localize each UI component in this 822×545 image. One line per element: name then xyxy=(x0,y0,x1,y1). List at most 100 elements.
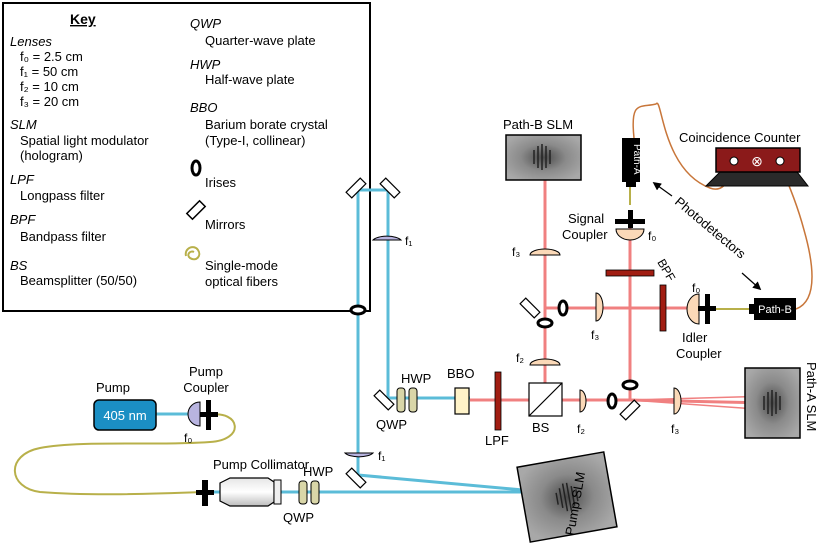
path-a-detector-tip-icon xyxy=(626,182,636,187)
key-bbo-desc-2: (Type-I, collinear) xyxy=(205,133,305,148)
f2-right-label: f₂ xyxy=(577,422,585,436)
f1-top-label: f₁ xyxy=(405,234,412,248)
f1-bottom-lens-icon xyxy=(343,452,375,458)
coincidence-counter-icon xyxy=(704,147,810,187)
pump-label: Pump xyxy=(96,380,130,395)
photodetectors-label: Photodetectors xyxy=(672,194,749,262)
beamsplitter-diagonal xyxy=(528,382,563,417)
path-b-detector-label: Path-B xyxy=(758,304,792,316)
key-lens-f0: f₀ = 2.5 cm xyxy=(20,49,83,64)
detector-cable-a xyxy=(632,102,735,190)
iris-pump-vertical-icon xyxy=(349,304,367,316)
f2-right-lens-icon xyxy=(579,389,587,413)
mirror-path-b-icon xyxy=(519,297,541,319)
iris-path-a-icon xyxy=(606,392,618,410)
pump-coupler-post-icon xyxy=(200,412,218,417)
bs-label: BS xyxy=(532,420,550,435)
iris-path-b-icon xyxy=(557,299,569,317)
bpf-label: BPF xyxy=(654,257,678,284)
hwp-bottom-label: HWP xyxy=(303,464,333,479)
key-bbo-desc-1: Barium borate crystal xyxy=(205,117,328,132)
lpf-label: LPF xyxy=(485,433,509,448)
idler-coupler-label-1: Idler xyxy=(682,330,708,345)
key-hwp-desc: Half-wave plate xyxy=(205,72,295,87)
pump-coupler-f0: f₀ xyxy=(184,431,192,445)
pump-coupler-lens-icon xyxy=(187,401,201,427)
mirror-bottom-left-icon xyxy=(345,467,367,489)
f2-top-label: f₂ xyxy=(516,351,524,365)
pump-collimator-post-icon xyxy=(196,490,214,495)
key-legend: Key Lenses f₀ = 2.5 cm f₁ = 50 cm f₂ = 1… xyxy=(2,2,371,312)
qwp-bottom-label: QWP xyxy=(283,510,314,525)
key-bs-desc: Beamsplitter (50/50) xyxy=(20,273,137,288)
f3-upper-label: f₃ xyxy=(512,245,520,259)
signal-coupler-f0: f₀ xyxy=(648,229,656,243)
pump-coupler-label-2: Coupler xyxy=(183,380,229,395)
key-qwp-head: QWP xyxy=(190,16,221,31)
key-bs-head: BS xyxy=(10,258,28,273)
bbo-crystal-icon xyxy=(454,387,470,415)
key-lens-f2: f₂ = 10 cm xyxy=(20,79,79,94)
photodetectors-arrow-a xyxy=(652,182,673,197)
f1-top-lens-icon xyxy=(371,235,403,241)
signal-coupler-lens-icon xyxy=(615,228,645,241)
key-irises-label: Irises xyxy=(205,175,237,190)
photon-beam xyxy=(470,152,771,411)
pump-slm-hologram-icon xyxy=(516,451,618,543)
f2-top-lens-icon xyxy=(529,358,561,366)
qwp-mid-label: QWP xyxy=(376,417,407,432)
key-lens-f1: f₁ = 50 cm xyxy=(20,64,78,79)
key-lpf-desc: Longpass filter xyxy=(20,188,105,203)
key-lenses-head: Lenses xyxy=(10,34,52,49)
key-slm-head: SLM xyxy=(10,117,37,132)
key-fiber-label-2: optical fibers xyxy=(205,274,278,289)
pump-laser-nm: 405 nm xyxy=(103,408,146,423)
mirror-top-right-icon xyxy=(379,177,401,199)
iris-path-a-vertical-icon xyxy=(621,379,639,391)
path-a-detector-label: Path-A xyxy=(631,144,642,175)
f3-mid-lens-icon xyxy=(595,292,604,322)
key-bpf-desc: Bandpass filter xyxy=(20,229,107,244)
signal-coupler-post-icon xyxy=(628,210,633,228)
f3-right-lens-icon xyxy=(673,387,682,415)
pump-collimator-body-icon xyxy=(219,477,275,507)
idler-coupler-label-2: Coupler xyxy=(676,346,722,361)
pump-coupler-label-1: Pump xyxy=(189,364,223,379)
lpf-filter-icon xyxy=(494,371,502,431)
iris-path-b-vertical-icon xyxy=(536,317,554,329)
pump-collimator-label: Pump Collimator xyxy=(213,457,310,472)
mirror-mid-left-icon xyxy=(373,389,395,411)
path-a-photodetector-icon xyxy=(622,138,640,182)
key-bpf-head: BPF xyxy=(10,212,36,227)
detector-cable-b xyxy=(779,164,813,310)
key-hwp-head: HWP xyxy=(190,57,221,72)
path-b-slm-label: Path-B SLM xyxy=(503,117,573,132)
hwp-mid-label: HWP xyxy=(401,371,431,386)
key-bbo-head: BBO xyxy=(190,100,217,115)
pump-laser-box xyxy=(93,399,157,431)
f1-bottom-label: f₁ xyxy=(378,449,385,463)
key-title: Key xyxy=(70,11,96,27)
photodetectors-arrow-b xyxy=(741,272,762,291)
mirror-path-a-icon xyxy=(619,399,641,421)
coincidence-symbol-icon: ⊗ xyxy=(751,153,763,169)
key-mirror-icon xyxy=(185,199,207,221)
path-a-slm-hologram-icon xyxy=(744,367,801,439)
hwp-mid-waveplate-icon xyxy=(408,387,418,413)
key-iris-icon xyxy=(190,159,202,177)
key-border xyxy=(2,2,371,312)
pump-fiber xyxy=(13,413,236,496)
key-qwp-desc: Quarter-wave plate xyxy=(205,33,316,48)
qwp-bottom-waveplate-icon xyxy=(298,480,308,505)
pump-collimator-cap-icon xyxy=(273,479,282,505)
idler-coupler-f0: f₀ xyxy=(692,281,700,295)
key-slm-desc-2: (hologram) xyxy=(20,148,83,163)
mirror-top-left-icon xyxy=(345,177,367,199)
coincidence-counter-label: Coincidence Counter xyxy=(679,130,801,145)
path-b-photodetector-icon xyxy=(754,298,796,320)
f3-right-label: f₃ xyxy=(671,422,679,436)
key-lens-f3: f₃ = 20 cm xyxy=(20,94,79,109)
bpf-filter-icon xyxy=(605,269,655,277)
idler-coupler-lens-icon xyxy=(686,293,700,325)
